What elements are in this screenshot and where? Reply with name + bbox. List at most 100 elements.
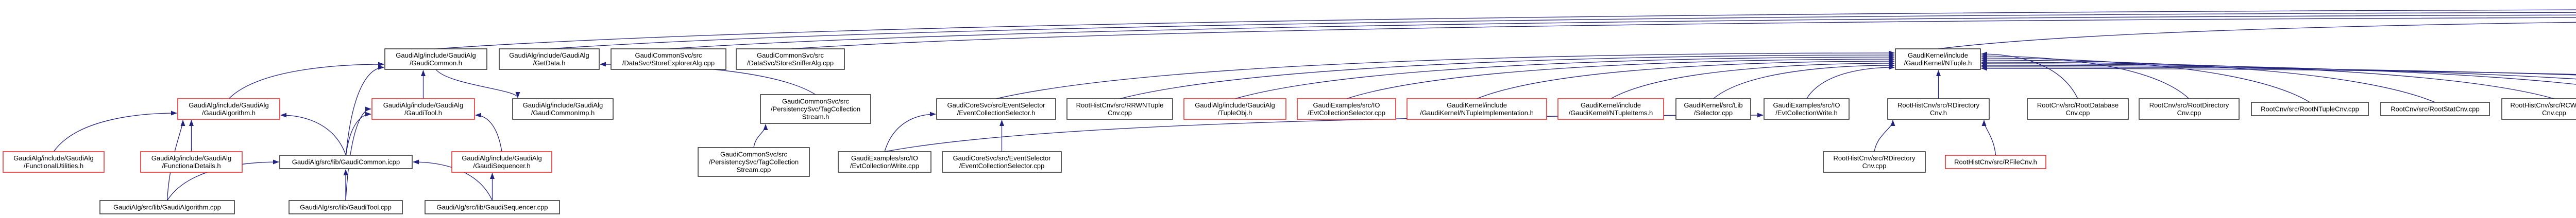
node-box[interactable] [1675, 98, 1751, 120]
graph-node-n29[interactable]: RootCnv/src/RootNTupleCnv.cppRootCnv/src… [2251, 102, 2369, 116]
graph-node-n42[interactable]: GaudiCoreSvc/src/EventSelector/EventColl… [942, 151, 1062, 173]
node-box[interactable] [2251, 102, 2369, 116]
graph-node-n27[interactable]: RootCnv/src/RootDatabaseCnv.cppRootCnv/s… [2027, 98, 2129, 120]
graph-node-n22[interactable]: GaudiKernel/include/GaudiKernel/NTupleIm… [1406, 98, 1547, 120]
node-box[interactable] [942, 151, 1062, 173]
graph-node-n28[interactable]: RootCnv/src/RootDirectoryCnv.cppRootCnv/… [2139, 98, 2240, 120]
node-box[interactable] [1823, 151, 1926, 173]
node-label-line: RootCnv/src/RootStatCnv.cpp [2391, 105, 2479, 113]
node-label-line: GaudiAlg/include/GaudiAlg [151, 154, 231, 162]
edge-n18-n5 [996, 50, 1895, 99]
node-label-line: GaudiAlg/src/lib/GaudiSequencer.cpp [436, 204, 548, 211]
graph-node-n47[interactable]: GaudiAlg/src/lib/GaudiAlgorithm.cppGaudi… [99, 200, 235, 214]
node-box[interactable] [140, 151, 243, 173]
graph-node-n16[interactable]: GaudiAlg/include/GaudiAlg/GaudiCommonImp… [512, 98, 614, 120]
node-box[interactable] [177, 98, 280, 120]
graph-node-n19[interactable]: RootHistCnv/src/RRWNTupleCnv.cppRootHist… [1066, 98, 1173, 120]
node-label-line: GaudiAlg/include/GaudiAlg [523, 101, 603, 109]
graph-node-n25[interactable]: GaudiExamples/src/IO/EvtCollectionWrite.… [1764, 98, 1850, 120]
node-box[interactable] [1764, 98, 1850, 120]
node-box[interactable] [512, 98, 614, 120]
node-box[interactable] [1895, 48, 1981, 70]
node-label-line: RootCnv/src/RootDirectory [2149, 101, 2229, 109]
node-box[interactable] [3, 151, 105, 173]
graph-node-n31[interactable]: RootHistCnv/src/RCWNTupleCnv.cppRootHist… [2501, 98, 2576, 120]
node-box[interactable] [279, 155, 413, 169]
node-box[interactable] [2501, 98, 2576, 120]
node-box[interactable] [611, 48, 726, 70]
node-label-line: /GaudiKernel/NTupleItems.h [1569, 109, 1653, 117]
graph-node-n39[interactable]: GaudiAlg/include/GaudiAlg/GaudiSequencer… [451, 151, 552, 173]
graph-node-n48[interactable]: GaudiAlg/src/lib/GaudiTool.cppGaudiAlg/s… [289, 200, 403, 214]
node-label-line: Stream.h [802, 113, 829, 121]
edge-n39-n15 [475, 113, 502, 152]
edge-n27-n5 [1981, 51, 2078, 99]
graph-node-n43[interactable]: RootHistCnv/src/RDirectoryCnv.cppRootHis… [1823, 151, 1926, 173]
node-box[interactable] [384, 48, 487, 70]
node-label-line: GaudiAlg/include/GaudiAlg [396, 51, 476, 59]
node-label-line: /EvtCollectionWrite.h [1775, 109, 1837, 117]
graph-node-n40[interactable]: GaudiCommonSvc/src/PersistencySvc/TagCol… [698, 147, 810, 177]
graph-node-n17[interactable]: GaudiCommonSvc/src/PersistencySvc/TagCol… [760, 94, 871, 124]
edge-n20-n5 [1234, 55, 1895, 99]
node-label-line: GaudiAlg/include/GaudiAlg [509, 51, 589, 59]
node-box[interactable] [1887, 98, 1990, 120]
graph-node-n24[interactable]: GaudiKernel/src/Lib/Selector.cppGaudiKer… [1675, 98, 1751, 120]
node-box[interactable] [838, 151, 931, 173]
edge-n21-n5 [1346, 57, 1895, 99]
node-box[interactable] [698, 147, 810, 177]
node-label-line: GaudiCoreSvc/src/EventSelector [953, 154, 1051, 162]
node-box[interactable] [736, 48, 845, 70]
node-box[interactable] [425, 200, 560, 214]
graph-node-n1[interactable]: GaudiAlg/include/GaudiAlg/GaudiCommon.hG… [384, 48, 487, 70]
graph-node-n4[interactable]: GaudiCommonSvc/src/DataSvc/StoreSnifferA… [736, 48, 845, 70]
node-box[interactable] [2380, 102, 2490, 116]
node-label-line: Stream.cpp [737, 166, 771, 174]
node-label-line: GaudiCommonSvc/src [782, 98, 850, 105]
graph-node-n36[interactable]: GaudiAlg/include/GaudiAlg/FunctionalUtil… [3, 151, 105, 173]
node-box[interactable] [1945, 155, 2046, 169]
node-box[interactable] [371, 98, 475, 120]
graph-node-n37[interactable]: GaudiAlg/include/GaudiAlg/FunctionalDeta… [140, 151, 243, 173]
node-box[interactable] [2027, 98, 2129, 120]
node-box[interactable] [1183, 98, 1286, 120]
node-box[interactable] [2139, 98, 2240, 120]
node-box[interactable] [760, 94, 871, 124]
graph-node-n38[interactable]: GaudiAlg/src/lib/GaudiCommon.icppGaudiAl… [279, 155, 413, 169]
node-label-line: /EvtCollectionSelector.cpp [1308, 109, 1385, 117]
node-box[interactable] [1066, 98, 1173, 120]
graph-node-n30[interactable]: RootCnv/src/RootStatCnv.cppRootCnv/src/R… [2380, 102, 2490, 116]
node-box[interactable] [499, 48, 600, 70]
node-label-line: GaudiAlg/include/GaudiAlg [189, 101, 268, 109]
graph-node-n49[interactable]: GaudiAlg/src/lib/GaudiSequencer.cppGaudi… [425, 200, 560, 214]
graph-node-n23[interactable]: GaudiKernel/include/GaudiKernel/NTupleIt… [1557, 98, 1664, 120]
graph-node-n3[interactable]: GaudiCommonSvc/src/DataSvc/StoreExplorer… [611, 48, 726, 70]
graph-node-n5[interactable]: GaudiKernel/include/GaudiKernel/NTuple.h… [1895, 48, 1981, 70]
node-label-line: Cnv.h [1930, 109, 1947, 117]
node-box[interactable] [289, 200, 403, 214]
graph-node-n2[interactable]: GaudiAlg/include/GaudiAlg/GetData.hGaudi… [499, 48, 600, 70]
node-label-line: /TupleObj.h [1218, 109, 1252, 117]
node-label-line: GaudiAlg/src/lib/GaudiTool.cpp [300, 204, 392, 211]
graph-node-n44[interactable]: RootHistCnv/src/RFileCnv.hRootHistCnv/sr… [1945, 155, 2046, 169]
node-box[interactable] [451, 151, 552, 173]
node-box[interactable] [1557, 98, 1664, 120]
node-box[interactable] [99, 200, 235, 214]
node-box[interactable] [1297, 98, 1396, 120]
node-label-line: GaudiCoreSvc/src/EventSelector [947, 101, 1045, 109]
node-label-line: GaudiExamples/src/IO [1773, 101, 1840, 109]
node-label-line: GaudiKernel/include [1581, 101, 1641, 109]
edge-n38-n1 [345, 65, 384, 156]
node-box[interactable] [936, 98, 1056, 120]
graph-node-n21[interactable]: GaudiExamples/src/IO/EvtCollectionSelect… [1297, 98, 1396, 120]
edge-n3-root [668, 14, 2576, 49]
graph-node-n18[interactable]: GaudiCoreSvc/src/EventSelector/EventColl… [936, 98, 1056, 120]
graph-node-n26[interactable]: RootHistCnv/src/RDirectoryCnv.hRootHistC… [1887, 98, 1990, 120]
graph-node-n15[interactable]: GaudiAlg/include/GaudiAlg/GaudiTool.hGau… [371, 98, 475, 120]
graph-node-n20[interactable]: GaudiAlg/include/GaudiAlg/TupleObj.hGaud… [1183, 98, 1286, 120]
graph-node-n41[interactable]: GaudiExamples/src/IO/EvtCollectionWrite.… [838, 151, 931, 173]
node-box[interactable] [1406, 98, 1547, 120]
graph-node-n14[interactable]: GaudiAlg/include/GaudiAlg/GaudiAlgorithm… [177, 98, 280, 120]
